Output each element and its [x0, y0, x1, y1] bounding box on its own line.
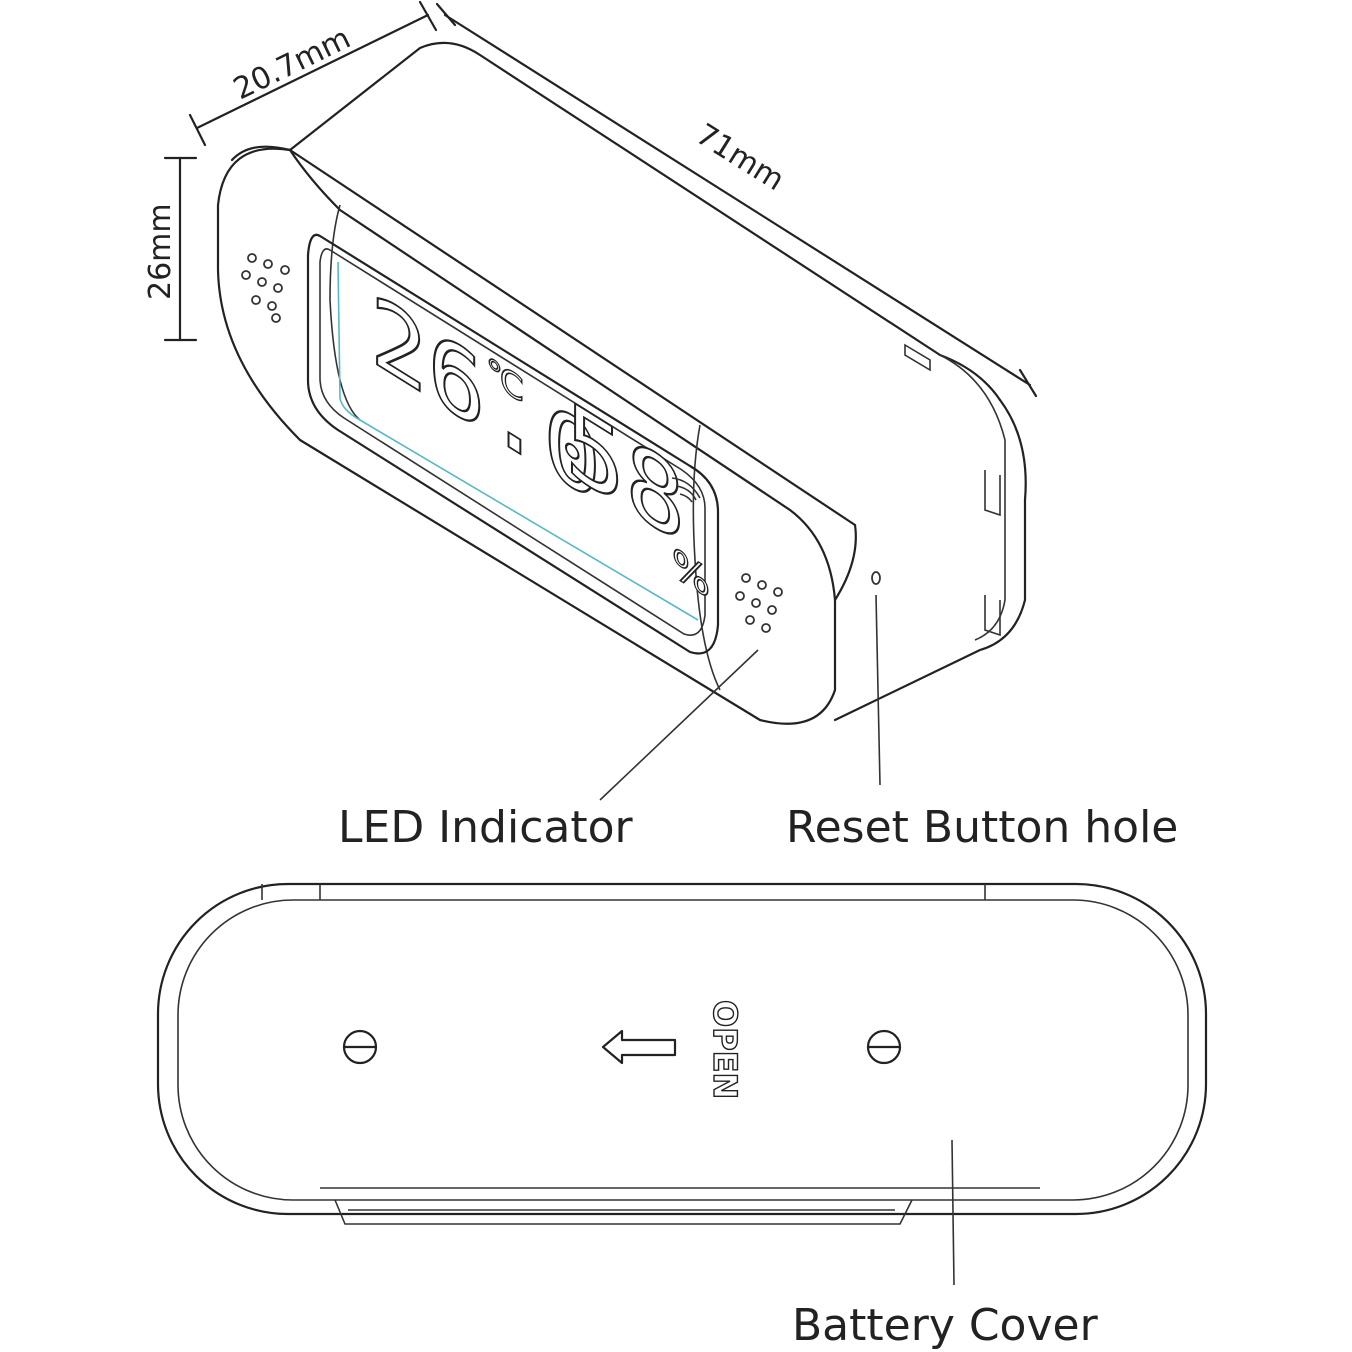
screw-right [866, 1029, 902, 1065]
callout-reset-button-hole: Reset Button hole [786, 802, 1178, 853]
device-isometric: 26.0 ℃ 58 % [216, 41, 1027, 725]
screw-left [342, 1029, 378, 1065]
reset-hole [871, 571, 881, 585]
speaker-holes-right [735, 573, 783, 633]
depth-label: 20.7mm [228, 21, 356, 107]
height-label: 26mm [143, 203, 178, 300]
lcd-humidity: 58 [565, 378, 685, 569]
leader-led [599, 649, 759, 801]
dimension-length: 71mm [435, 2, 1038, 398]
dimension-height: 26mm [143, 156, 198, 342]
callout-led-indicator: LED Indicator [338, 802, 634, 853]
speaker-holes-left [241, 253, 290, 323]
open-arrow-icon [601, 1029, 677, 1065]
leader-reset [875, 594, 881, 786]
signal-icon [671, 477, 701, 503]
leader-battery [951, 1139, 955, 1286]
length-label: 71mm [690, 117, 790, 198]
callout-battery-cover: Battery Cover [792, 1300, 1099, 1351]
device-bottom-view: OPEN [156, 882, 1208, 1225]
dimension-depth: 20.7mm [188, 0, 438, 147]
open-label: OPEN [706, 1000, 744, 1099]
